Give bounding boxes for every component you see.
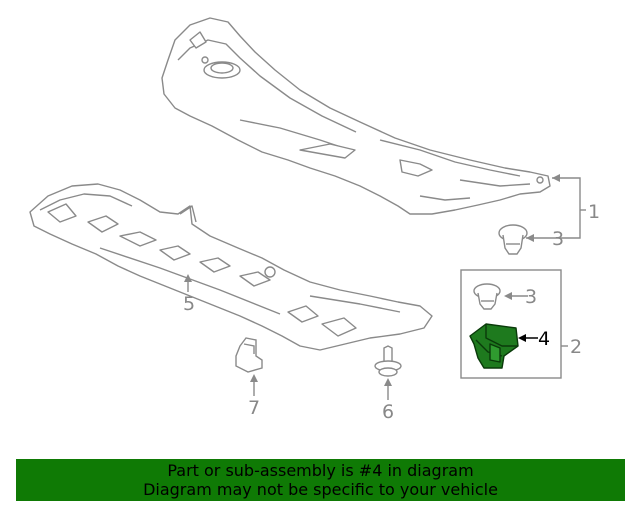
callout-5: 5 bbox=[183, 293, 195, 315]
bracket-part-4-highlighted[interactable] bbox=[469, 323, 519, 369]
retainer-part-7[interactable] bbox=[235, 337, 263, 373]
notice-banner: Part or sub-assembly is #4 in diagram Di… bbox=[16, 459, 625, 501]
bolt-part-6[interactable] bbox=[374, 345, 402, 377]
upper-cover-part-1[interactable] bbox=[161, 17, 551, 215]
splash-shield-part-5[interactable] bbox=[29, 183, 433, 351]
callout-3-lower: 3 bbox=[525, 286, 537, 308]
banner-line-1: Part or sub-assembly is #4 in diagram bbox=[167, 461, 474, 480]
callout-7: 7 bbox=[248, 397, 260, 419]
callout-3-upper: 3 bbox=[552, 228, 564, 250]
parts-diagram: 1 3 3 4 2 5 7 6 bbox=[29, 17, 600, 423]
callout-4: 4 bbox=[538, 328, 550, 350]
clip-part-3-lower[interactable] bbox=[473, 283, 501, 310]
leader-arrowheads bbox=[184, 174, 560, 386]
callout-1: 1 bbox=[588, 201, 600, 223]
banner-line-2: Diagram may not be specific to your vehi… bbox=[143, 480, 498, 499]
callout-2: 2 bbox=[570, 336, 582, 358]
clip-part-3-upper[interactable] bbox=[498, 224, 528, 255]
kit-box-part-2 bbox=[460, 269, 562, 379]
callout-6: 6 bbox=[382, 401, 394, 423]
